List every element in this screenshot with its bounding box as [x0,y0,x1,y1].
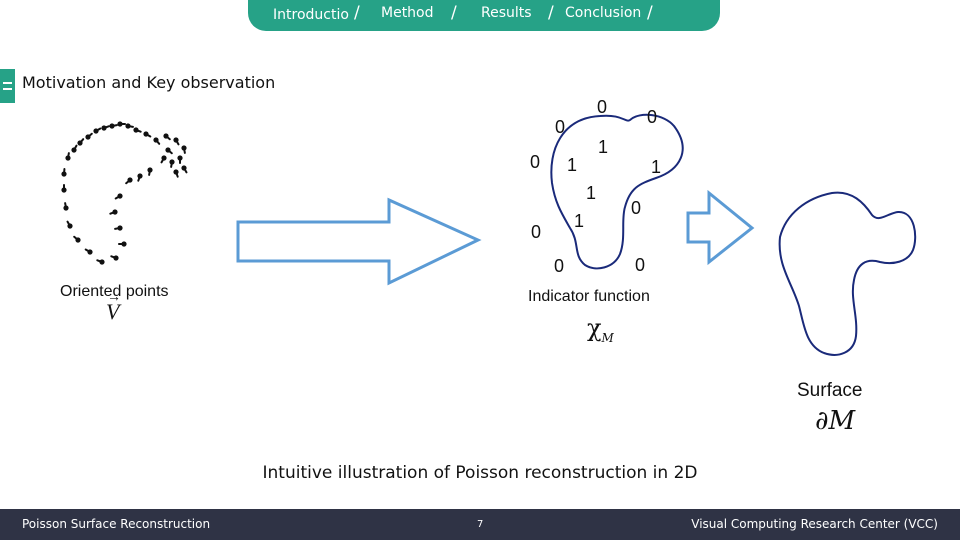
nav-separator: / [354,3,360,23]
oriented-point [61,187,67,193]
oriented-point [117,193,123,199]
oriented-point [121,241,127,247]
oriented-point [137,173,143,179]
oriented-point [181,145,187,151]
indicator-value: 1 [567,155,578,175]
indicator-value: 0 [555,117,566,137]
oriented-point [181,165,187,171]
oriented-point [75,237,81,243]
oriented-point [77,140,83,146]
slide-title: Motivation and Key observation [22,73,276,92]
nav-item-results[interactable]: Results [481,5,532,21]
chi-symbol: χ [587,314,602,342]
surface-label: Surface [797,380,863,401]
oriented-point [127,177,133,183]
oriented-point [112,209,118,215]
indicator-value: 0 [597,97,608,117]
indicator-blob [550,113,684,270]
oriented-point [101,125,107,131]
oriented-point [93,128,99,134]
chi-subscript: M [601,330,614,345]
surface-blob [778,191,917,356]
oriented-points [61,121,188,265]
oriented-point [99,259,105,265]
oriented-point [61,171,67,177]
indicator-value: 1 [651,157,662,177]
oriented-point [133,127,139,133]
oriented-point [147,167,153,173]
nav-separator: / [548,3,554,23]
oriented-point [87,249,93,255]
nav-item-conclusion[interactable]: Conclusion [565,5,642,21]
oriented-point [165,147,171,153]
footer-right-text: Visual Computing Research Center (VCC) [691,517,938,531]
indicator-value: 0 [531,222,542,242]
indicator-value: 0 [647,107,658,127]
page-number: 7 [477,519,484,530]
oriented-point [163,133,169,139]
oriented-point [117,121,123,127]
oriented-point [85,134,91,140]
nav-separator: / [647,3,653,23]
footer-left-text: Poisson Surface Reconstruction [22,517,211,531]
oriented-point [117,225,123,231]
oriented-point [113,255,119,261]
oriented-point [65,155,71,161]
nav-item-method[interactable]: Method [381,5,434,21]
surface-symbol: ∂M [815,406,856,436]
oriented-points-label: Oriented points [60,283,169,300]
oriented-point [173,137,179,143]
figure-caption: Intuitive illustration of Poisson recons… [262,463,698,483]
indicator-value: 0 [530,152,541,172]
oriented-point [153,137,159,143]
oriented-point [71,147,77,153]
oriented-points-symbol: → V [106,290,121,325]
footer-bar: Poisson Surface Reconstruction 7 Visual … [0,509,960,540]
small-arrow [686,189,755,266]
indicator-value: 0 [631,198,642,218]
oriented-point [173,169,179,175]
indicator-value: 0 [635,255,646,275]
indicator-function-label: Indicator function [528,288,650,305]
title-marker [0,69,15,103]
indicator-value: 1 [574,211,585,231]
indicator-symbol: χM [587,314,614,345]
oriented-symbol: V [106,299,120,324]
oriented-point [109,123,115,129]
oriented-point [161,155,167,161]
big-arrow [236,197,482,286]
oriented-point [63,205,69,211]
vector-arrow-icon: → [107,290,121,305]
nav-separator: / [451,3,457,23]
indicator-value: 1 [598,137,609,157]
oriented-point [125,123,131,129]
indicator-value: 0 [554,256,565,276]
indicator-value: 1 [586,183,597,203]
oriented-point [177,155,183,161]
oriented-point [67,223,73,229]
oriented-point [143,131,149,137]
oriented-point [169,159,175,165]
